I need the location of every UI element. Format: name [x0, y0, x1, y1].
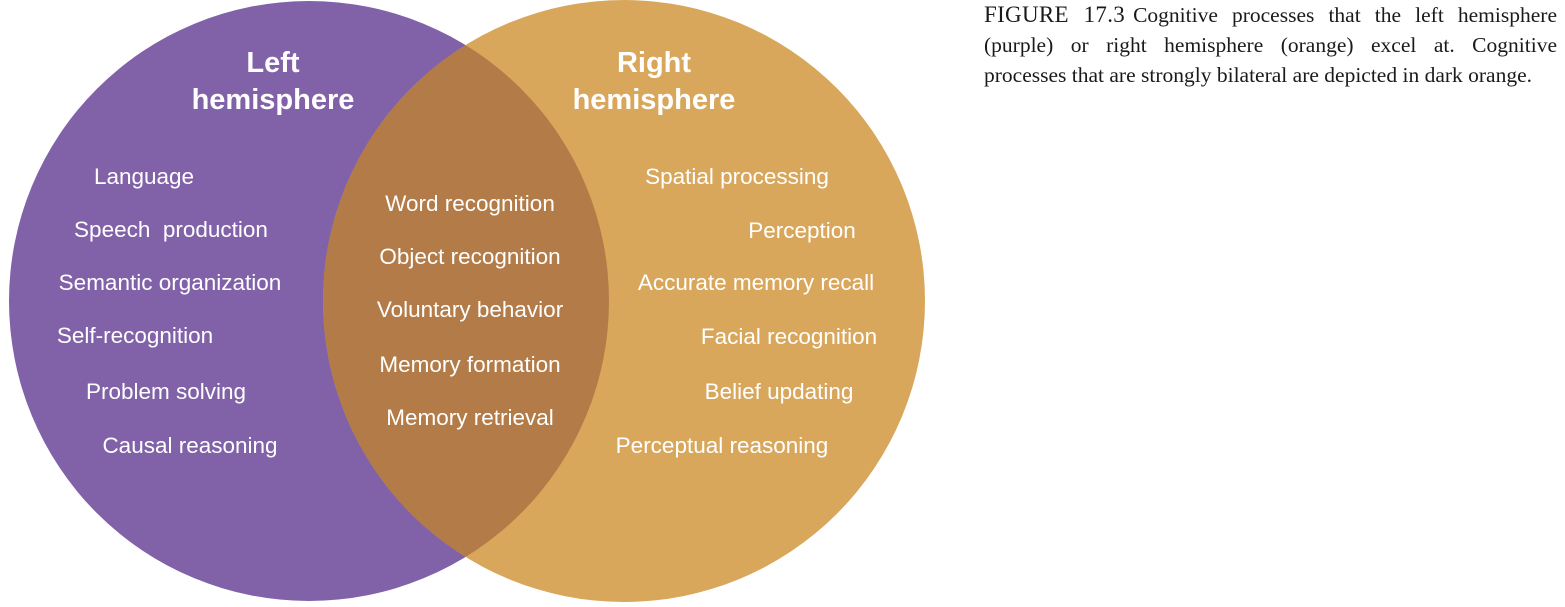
- right-item-spatial-processing: Spatial processing: [645, 164, 829, 189]
- left-item-speech-production: Speech production: [74, 217, 268, 242]
- venn-diagram: Left hemisphere Right hemisphere Languag…: [9, 0, 925, 602]
- left-hemisphere-items: Language Speech production Semantic orga…: [57, 164, 281, 458]
- right-item-accurate-memory-recall: Accurate memory recall: [638, 270, 874, 295]
- left-item-semantic-organization: Semantic organization: [59, 270, 282, 295]
- right-hemisphere-title-line1: Right: [617, 47, 691, 79]
- right-hemisphere-items: Spatial processing Perception Accurate m…: [616, 164, 877, 458]
- bilateral-overlap-region: [323, 1, 609, 601]
- right-item-belief-updating: Belief updating: [705, 379, 854, 404]
- left-hemisphere-title-line1: Left: [246, 47, 300, 79]
- left-item-self-recognition: Self-recognition: [57, 323, 213, 348]
- overlap-item-word-recognition: Word recognition: [385, 191, 555, 216]
- overlap-item-memory-formation: Memory formation: [379, 352, 560, 377]
- left-item-language: Language: [94, 164, 194, 189]
- left-item-causal-reasoning: Causal reasoning: [102, 433, 277, 458]
- right-hemisphere-title-line2: hemisphere: [573, 84, 736, 116]
- overlap-item-memory-retrieval: Memory retrieval: [386, 405, 554, 430]
- right-item-perceptual-reasoning: Perceptual reasoning: [616, 433, 829, 458]
- overlap-items: Word recognition Object recognition Volu…: [377, 191, 564, 430]
- right-item-facial-recognition: Facial recognition: [701, 324, 877, 349]
- overlap-item-voluntary-behavior: Voluntary behavior: [377, 297, 564, 322]
- left-hemisphere-title-line2: hemisphere: [192, 84, 355, 116]
- figure-label: FIGURE 17.3: [984, 2, 1126, 27]
- left-item-problem-solving: Problem solving: [86, 379, 246, 404]
- overlap-item-object-recognition: Object recognition: [379, 244, 560, 269]
- right-item-perception: Perception: [748, 218, 856, 243]
- figure-caption-text: Cognitive processes that the left hemisp…: [984, 3, 1557, 87]
